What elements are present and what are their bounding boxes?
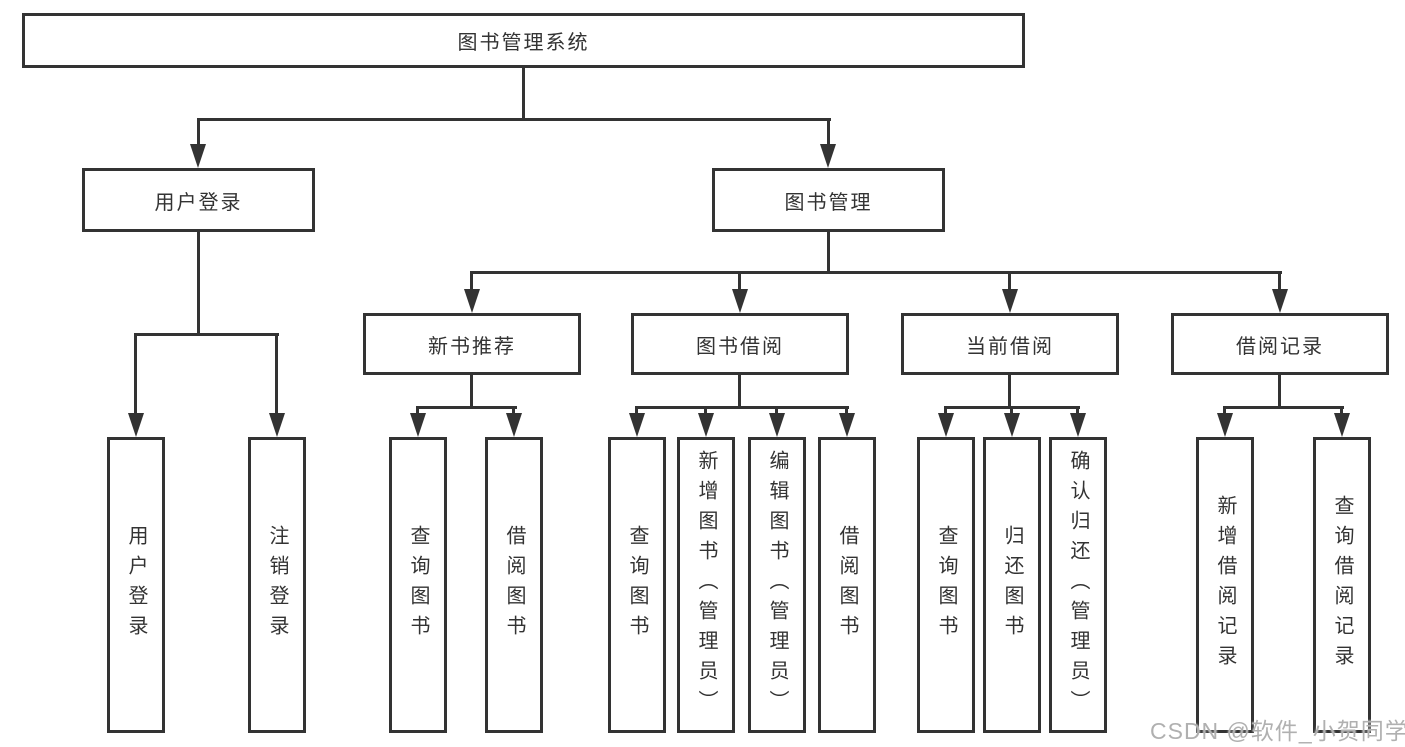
arrow-down-icon (1004, 413, 1020, 437)
leaf-user-login: 用户登录 (107, 437, 165, 733)
leaf-label: 查询图书 (935, 525, 957, 645)
arrow-down-icon (1217, 413, 1233, 437)
arrow-down-icon (410, 413, 426, 437)
leaf-query-books-current: 查询图书 (917, 437, 975, 733)
leaf-label: 查询借阅记录 (1331, 495, 1353, 675)
connector-line (470, 271, 1282, 274)
node-new-book-recommend: 新书推荐 (363, 313, 581, 375)
leaf-confirm-return-admin: 确认归还（管理员） (1049, 437, 1107, 733)
connector-line (197, 118, 200, 146)
csdn-watermark: CSDN @软件_小贺同学 (1150, 718, 1405, 744)
node-user-login: 用户登录 (82, 168, 315, 232)
leaf-label: 新增借阅记录 (1214, 495, 1236, 675)
leaf-query-books-borrow: 查询图书 (608, 437, 666, 733)
leaf-edit-books-admin: 编辑图书（管理员） (748, 437, 806, 733)
node-label: 图书借阅 (696, 335, 784, 358)
connector-line (1278, 271, 1281, 291)
connector-line (1223, 406, 1226, 415)
leaf-label: 用户登录 (125, 525, 147, 645)
arrow-down-icon (506, 413, 522, 437)
node-book-borrow: 图书借阅 (631, 313, 849, 375)
connector-line (827, 118, 830, 146)
connector-line (1010, 406, 1013, 415)
leaf-label: 查询图书 (407, 525, 429, 645)
leaf-query-books-recommend: 查询图书 (389, 437, 447, 733)
connector-line (827, 232, 830, 274)
leaf-label: 借阅图书 (503, 525, 525, 645)
arrow-down-icon (128, 413, 144, 437)
connector-line (1008, 375, 1011, 409)
connector-line (738, 271, 741, 291)
leaf-label: 注销登录 (266, 525, 288, 645)
connector-line (470, 271, 473, 291)
arrow-down-icon (1070, 413, 1086, 437)
node-borrow-records: 借阅记录 (1171, 313, 1389, 375)
connector-line (134, 333, 279, 336)
leaf-borrow-books-recommend: 借阅图书 (485, 437, 543, 733)
node-label: 图书管理 (784, 191, 873, 214)
arrow-down-icon (938, 413, 954, 437)
arrow-down-icon (629, 413, 645, 437)
arrow-down-icon (1334, 413, 1350, 437)
arrow-down-icon (732, 289, 748, 313)
arrow-down-icon (839, 413, 855, 437)
leaf-label: 查询图书 (626, 525, 648, 645)
arrow-down-icon (269, 413, 285, 437)
leaf-label: 确认归还（管理员） (1067, 450, 1089, 720)
arrow-down-icon (820, 144, 836, 168)
connector-line (197, 118, 831, 121)
arrow-down-icon (769, 413, 785, 437)
connector-line (845, 406, 848, 415)
connector-line (704, 406, 707, 415)
connector-line (1223, 406, 1344, 409)
node-current-borrow: 当前借阅 (901, 313, 1119, 375)
connector-line (197, 232, 200, 336)
arrow-down-icon (1272, 289, 1288, 313)
node-label: 当前借阅 (966, 335, 1054, 358)
arrow-down-icon (698, 413, 714, 437)
node-label: 新书推荐 (428, 335, 516, 358)
leaf-borrow-books: 借阅图书 (818, 437, 876, 733)
node-label: 借阅记录 (1236, 335, 1324, 358)
connector-line (775, 406, 778, 415)
arrow-down-icon (1002, 289, 1018, 313)
leaf-label: 归还图书 (1001, 525, 1023, 645)
connector-line (635, 406, 849, 409)
arrow-down-icon (190, 144, 206, 168)
connector-line (522, 68, 525, 120)
leaf-add-books-admin: 新增图书（管理员） (677, 437, 735, 733)
connector-line (1076, 406, 1079, 415)
leaf-add-borrow-record: 新增借阅记录 (1196, 437, 1254, 733)
leaf-query-borrow-record: 查询借阅记录 (1313, 437, 1371, 733)
connector-line (738, 375, 741, 409)
arrow-down-icon (464, 289, 480, 313)
node-book-management: 图书管理 (712, 168, 945, 232)
leaf-label: 借阅图书 (836, 525, 858, 645)
connector-line (635, 406, 638, 415)
connector-line (944, 406, 947, 415)
node-label: 用户登录 (154, 191, 243, 214)
connector-line (134, 333, 137, 415)
node-root-library-system: 图书管理系统 (22, 13, 1025, 68)
connector-line (1278, 375, 1281, 409)
connector-line (1340, 406, 1343, 415)
node-label: 图书管理系统 (457, 32, 590, 54)
connector-line (416, 406, 419, 415)
connector-line (1008, 271, 1011, 291)
leaf-label: 编辑图书（管理员） (766, 450, 788, 720)
connector-line (512, 406, 515, 415)
leaf-label: 新增图书（管理员） (695, 450, 717, 720)
connector-line (470, 375, 473, 409)
connector-line (416, 406, 517, 409)
leaf-return-books: 归还图书 (983, 437, 1041, 733)
leaf-logout: 注销登录 (248, 437, 306, 733)
connector-line (275, 333, 278, 415)
